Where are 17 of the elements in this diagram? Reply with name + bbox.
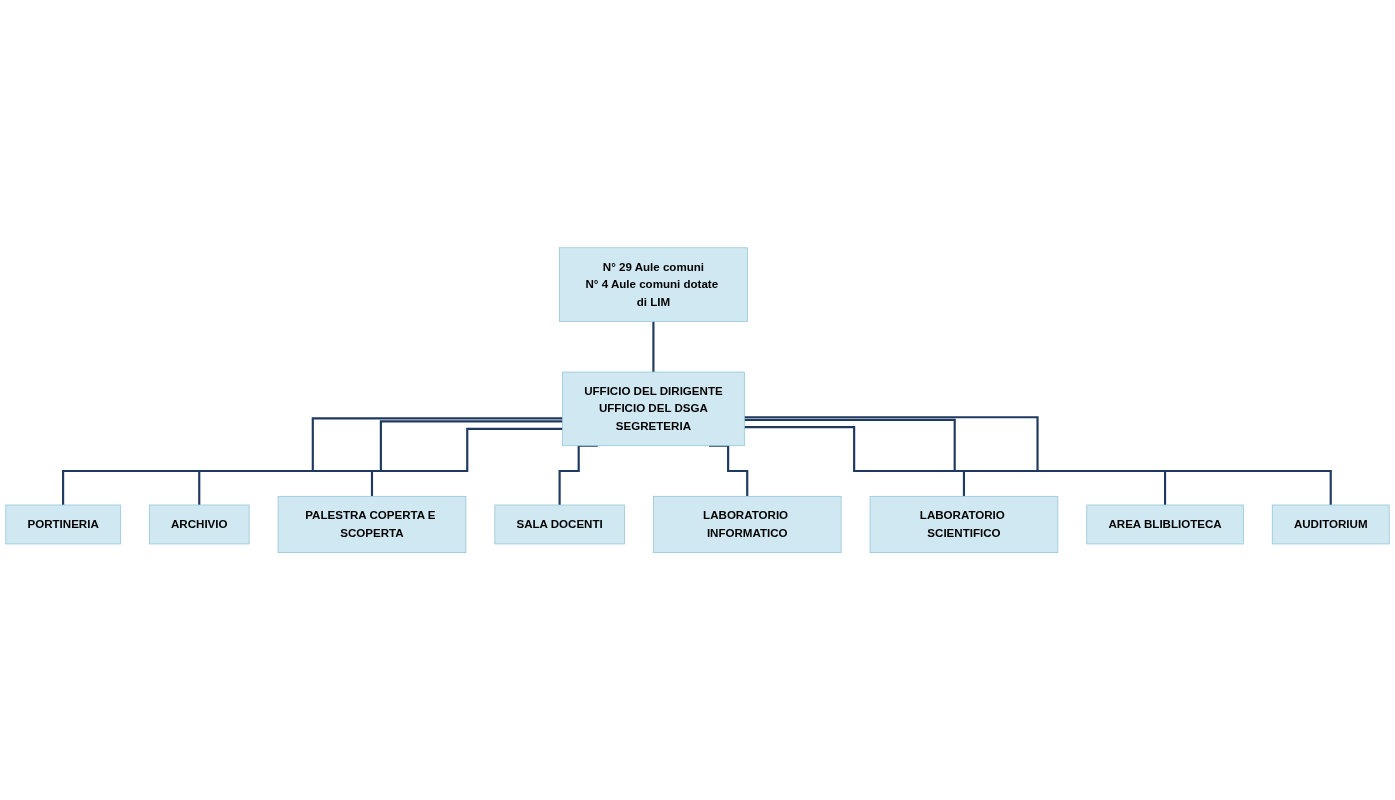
connector: [744, 415, 1332, 506]
node-box: LABORATORIO INFORMATICO: [652, 495, 842, 553]
connector: [62, 417, 563, 506]
node-box: AREA BLIBLIOTECA: [1086, 504, 1244, 545]
connector: [652, 320, 655, 373]
node-box: PORTINERIA: [5, 504, 121, 545]
node-box: AUDITORIUM: [1271, 504, 1390, 545]
connector: [370, 427, 563, 498]
node-box: ARCHIVIO: [148, 504, 250, 545]
node-box: LABORATORIO SCIENTIFICO: [869, 495, 1059, 553]
node-box: N° 29 Aule comuni N° 4 Aule comuni dotate di LIM: [559, 247, 748, 322]
node-box: PALESTRA COPERTA E SCOPERTA: [277, 495, 467, 553]
connector: [744, 418, 1167, 506]
connector: [198, 420, 563, 506]
node-box: SALA DOCENTI: [494, 504, 625, 545]
node-box: UFFICIO DEL DIRIGENTE UFFICIO DEL DSGA SEGRETERIA: [562, 371, 745, 446]
connector: [744, 425, 966, 498]
